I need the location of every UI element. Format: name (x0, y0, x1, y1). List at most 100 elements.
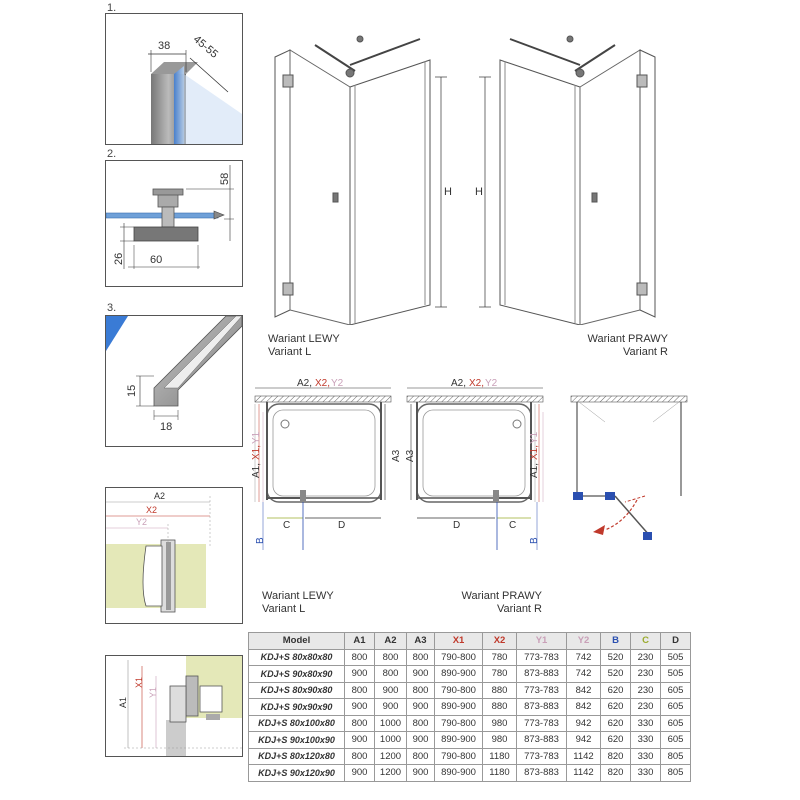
plan-right (406, 387, 544, 550)
table-cell: 605 (660, 731, 691, 749)
table-cell: 790-800 (434, 747, 483, 765)
table-header-b: B (600, 632, 631, 650)
label-x2: X2 (146, 505, 157, 515)
plan-left-top-a: A2, (297, 378, 312, 389)
plan-left-side-x: X1, (251, 445, 262, 460)
table-cell: 790-800 (434, 714, 483, 732)
table-cell: 900 (344, 764, 375, 782)
table-cell: 773-783 (516, 747, 567, 765)
table-cell: 800 (344, 681, 375, 699)
table-cell: 942 (566, 714, 601, 732)
table-cell: 605 (660, 714, 691, 732)
table-cell: 790-800 (434, 681, 483, 699)
detail-panel-2: 58 26 60 (105, 160, 243, 287)
table-cell: 1180 (482, 764, 517, 782)
table-cell: 773-783 (516, 648, 567, 666)
table-cell-model: KDJ+S 90x120x90 (248, 764, 345, 782)
plan-right-top-x: X2, (469, 378, 484, 389)
dim-45-55: 45-55 (191, 33, 220, 60)
step-number-2: 2. (107, 148, 117, 160)
table-header-a2: A2 (374, 632, 407, 650)
table-cell: 330 (630, 714, 661, 732)
plan-left-side-a: A1, (251, 463, 262, 478)
dim-58: 58 (219, 173, 231, 185)
table-cell: 1142 (566, 764, 601, 782)
label-y1: Y1 (148, 687, 158, 698)
table-cell: 900 (344, 698, 375, 716)
top-detail-drawing: A2 X2 Y2 (106, 491, 242, 623)
table-cell: 890-900 (434, 764, 483, 782)
table-cell: 820 (600, 764, 631, 782)
profile-top-drawing: 38 45-55 (148, 33, 242, 144)
table-cell: 800 (344, 648, 375, 666)
table-header-x2: X2 (482, 632, 517, 650)
elevation-right (479, 35, 656, 325)
label-a1: A1 (118, 697, 128, 708)
table-cell: 330 (630, 747, 661, 765)
table-cell: 230 (630, 648, 661, 666)
table-cell: 742 (566, 648, 601, 666)
table-cell: 1180 (482, 747, 517, 765)
table-cell: 805 (660, 747, 691, 765)
caption-wariant-prawy: Wariant PRAWY (587, 333, 668, 345)
table-cell: 330 (630, 731, 661, 749)
table-cell: 505 (660, 648, 691, 666)
table-cell: 790-800 (434, 648, 483, 666)
height-label-left: H (444, 186, 452, 198)
table-cell: 800 (406, 747, 435, 765)
table-header-y2: Y2 (566, 632, 601, 650)
plan-left (254, 387, 392, 550)
table-header-d: D (660, 632, 691, 650)
table-cell: 620 (600, 714, 631, 732)
detail-panel-5: A1 X1 Y1 (105, 655, 243, 757)
step-number-3: 3. (107, 302, 117, 314)
table-cell: 890-900 (434, 698, 483, 716)
table-cell: 980 (482, 714, 517, 732)
label-x1: X1 (134, 677, 144, 688)
table-cell: 800 (374, 665, 407, 683)
table-cell: 820 (600, 747, 631, 765)
plan-caption-wariant-prawy: Wariant PRAWY (461, 590, 542, 602)
plan-right-side-y: Y1 (529, 431, 540, 444)
table-cell: 873-883 (516, 698, 567, 716)
table-cell: 842 (566, 681, 601, 699)
dim-38: 38 (158, 40, 170, 52)
plan-left-d: D (338, 520, 345, 531)
table-header-c: C (630, 632, 661, 650)
dim-15: 15 (126, 385, 138, 397)
plan-right-a3: A3 (405, 449, 416, 462)
table-cell: 900 (374, 681, 407, 699)
table-cell: 900 (406, 731, 435, 749)
caption-wariant-lewy: Wariant LEWY (268, 333, 340, 345)
table-cell: 890-900 (434, 665, 483, 683)
table-cell: 230 (630, 681, 661, 699)
table-cell: 1200 (374, 764, 407, 782)
table-header-a1: A1 (344, 632, 375, 650)
table-cell: 800 (406, 714, 435, 732)
plan-caption-wariant-lewy: Wariant LEWY (262, 590, 334, 602)
table-cell: 900 (374, 698, 407, 716)
table-cell-model: KDJ+S 80x90x80 (248, 681, 345, 699)
plan-left-top-x: X2, (315, 378, 330, 389)
table-cell: 230 (630, 665, 661, 683)
plan-right-side-x: X1, (529, 445, 540, 460)
step-number-1: 1. (107, 2, 117, 14)
table-header-a3: A3 (406, 632, 435, 650)
table-cell-model: KDJ+S 90x90x90 (248, 698, 345, 716)
label-y2: Y2 (136, 517, 147, 527)
plan-left-top-y: Y2 (331, 378, 344, 389)
table-cell: 800 (344, 714, 375, 732)
table-cell: 773-783 (516, 714, 567, 732)
table-cell: 890-900 (434, 731, 483, 749)
plan-left-side-y: Y1 (251, 431, 262, 444)
table-header-x1: X1 (434, 632, 483, 650)
profile-channel-drawing: 15 18 (106, 316, 242, 433)
table-cell: 873-883 (516, 764, 567, 782)
table-cell: 620 (600, 698, 631, 716)
